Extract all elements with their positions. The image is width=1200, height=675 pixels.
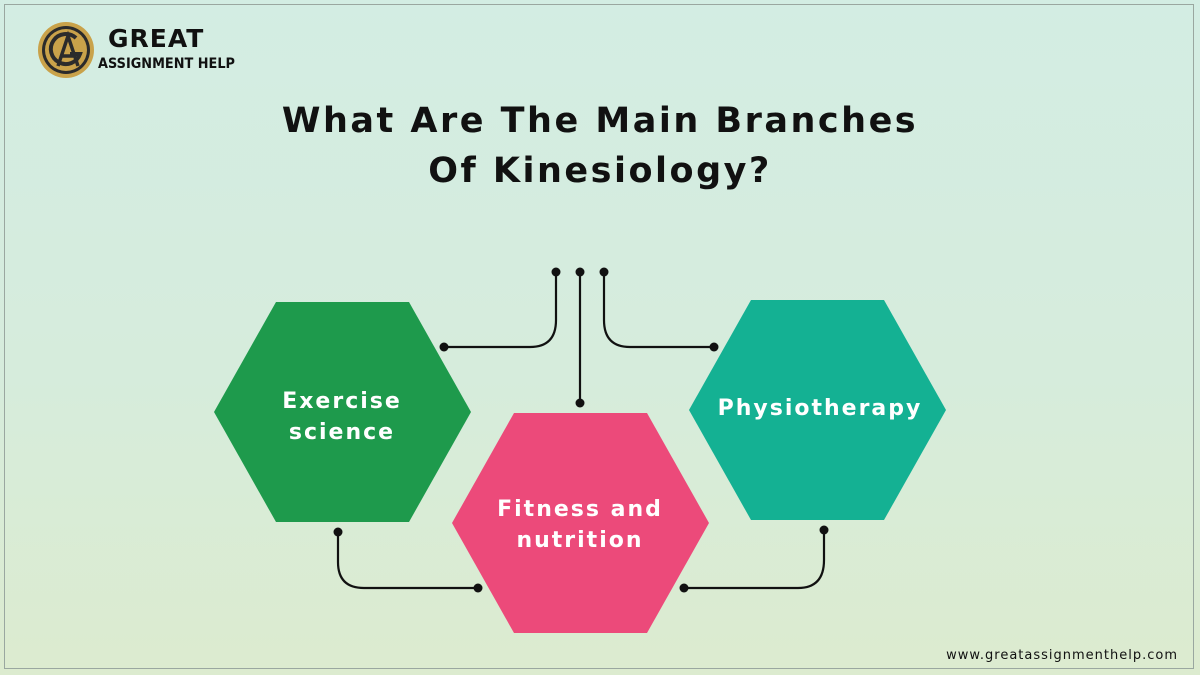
logo-text-assignment-help: ASSIGNMENT HELP [98,56,235,72]
connector-dot [575,398,585,408]
connector-dot [599,267,609,277]
connector-dot [333,527,343,537]
image-frame [4,4,1194,669]
logo-text-great: GREAT [108,24,205,53]
connector-dot [819,525,829,535]
connector-physiotherapy-to-fitness [682,528,826,590]
connector-dot [551,267,561,277]
logo: GREAT ASSIGNMENT HELP [36,20,256,84]
hexagon-physiotherapy [689,300,946,520]
hexagon-fitness-nutrition [452,413,709,633]
connector-exercise-science [442,270,558,349]
connector-physiotherapy [602,270,716,349]
branch-label-exercise-science: Exercise science [282,389,402,445]
connector-exercise-to-fitness [336,530,480,590]
page-title: What Are The Main Branches Of Kinesiolog… [150,96,1050,196]
page-title-line-1: What Are The Main Branches [281,101,919,141]
branch-label-physiotherapy: Physiotherapy [717,396,923,421]
page-title-line-2: Of Kinesiology? [428,151,772,191]
connector-dot [709,342,719,352]
footer-website-url: www.greatassignmenthelp.com [946,648,1178,663]
connector-dot [679,583,689,593]
connector-dot [439,342,449,352]
connector-dot [575,267,585,277]
logo-mark-icon [38,22,94,78]
connector-dot [473,583,483,593]
hexagon-exercise-science [214,302,471,522]
branch-label-fitness-nutrition: Fitness and nutrition [497,497,663,553]
